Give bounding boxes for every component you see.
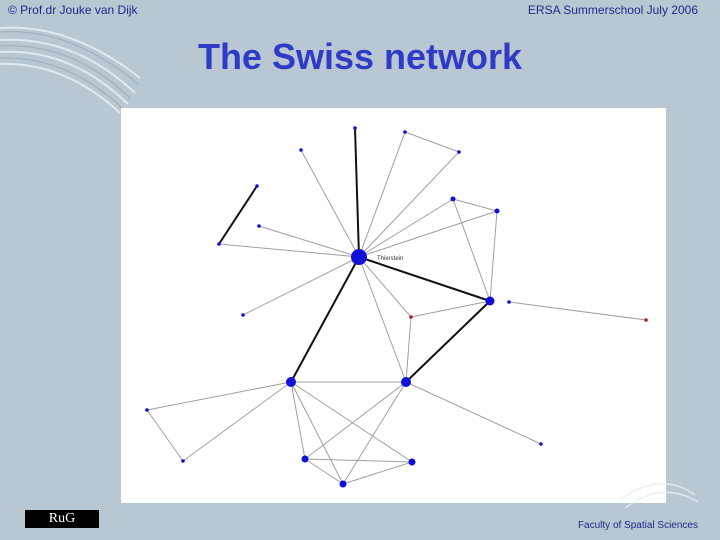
network-edge: [404, 131, 460, 153]
network-edge-strong: [290, 256, 360, 383]
network-node: [286, 377, 296, 387]
header-event: ERSA Summerschool July 2006: [527, 3, 698, 17]
network-edge: [489, 210, 498, 302]
network-edge: [290, 381, 344, 485]
network-node: [217, 242, 221, 246]
network-edge: [358, 151, 460, 258]
network-edge: [304, 458, 413, 463]
network-edge: [358, 210, 498, 258]
rug-logo: RuG: [25, 510, 99, 528]
network-edge: [342, 461, 413, 485]
hub-node: [351, 249, 367, 265]
network-edge: [304, 381, 407, 460]
network-edge: [410, 300, 491, 318]
network-edge: [452, 198, 498, 212]
decorative-swoosh-top-left: [0, 26, 141, 114]
network-edge-strong: [358, 256, 491, 302]
network-edge: [508, 301, 647, 321]
header-copyright: © Prof.dr Jouke van Dijk: [8, 3, 138, 17]
network-node: [409, 315, 413, 319]
network-node: [241, 313, 245, 317]
network-node: [494, 208, 500, 214]
network-edge: [258, 225, 360, 258]
network-edge: [146, 381, 292, 411]
network-edge: [290, 381, 413, 463]
network-edge: [242, 256, 360, 316]
network-edge: [358, 256, 407, 383]
network-edge: [342, 381, 407, 485]
network-node: [408, 458, 416, 466]
network-edge: [358, 198, 454, 258]
network-node: [299, 148, 303, 152]
network-edge-strong: [218, 185, 258, 245]
network-edge-strong: [405, 300, 491, 383]
network-node: [401, 377, 411, 387]
network-edge: [146, 409, 184, 462]
network-edge: [405, 381, 542, 445]
network-node: [403, 130, 407, 134]
network-node: [507, 300, 511, 304]
network-edge: [290, 381, 306, 460]
network-node: [181, 459, 185, 463]
network-edge: [452, 198, 491, 302]
faculty-label: Faculty of Spatial Sciences: [577, 520, 698, 531]
network-edge: [358, 256, 412, 318]
network-node: [145, 408, 149, 412]
network-graph: Thierstein: [145, 126, 648, 488]
network-node: [353, 126, 357, 130]
network-edge: [304, 458, 344, 485]
network-node: [257, 224, 261, 228]
decorative-swoosh-bottom-right: [620, 483, 699, 509]
network-node: [457, 150, 461, 154]
network-node: [339, 480, 347, 488]
network-edge: [300, 149, 360, 258]
network-edge: [358, 131, 406, 258]
hub-label: Thierstein: [377, 256, 403, 262]
network-edge: [405, 316, 412, 383]
network-node: [301, 455, 309, 463]
network-node: [644, 318, 648, 322]
network-panel: Thierstein: [121, 108, 666, 503]
network-node: [539, 442, 543, 446]
network-edge-strong: [354, 127, 360, 258]
network-edge: [218, 243, 360, 258]
slide-title: The Swiss network: [197, 36, 523, 77]
network-node: [485, 296, 495, 306]
network-edge: [182, 381, 292, 462]
network-node: [450, 196, 456, 202]
network-node: [255, 184, 259, 188]
